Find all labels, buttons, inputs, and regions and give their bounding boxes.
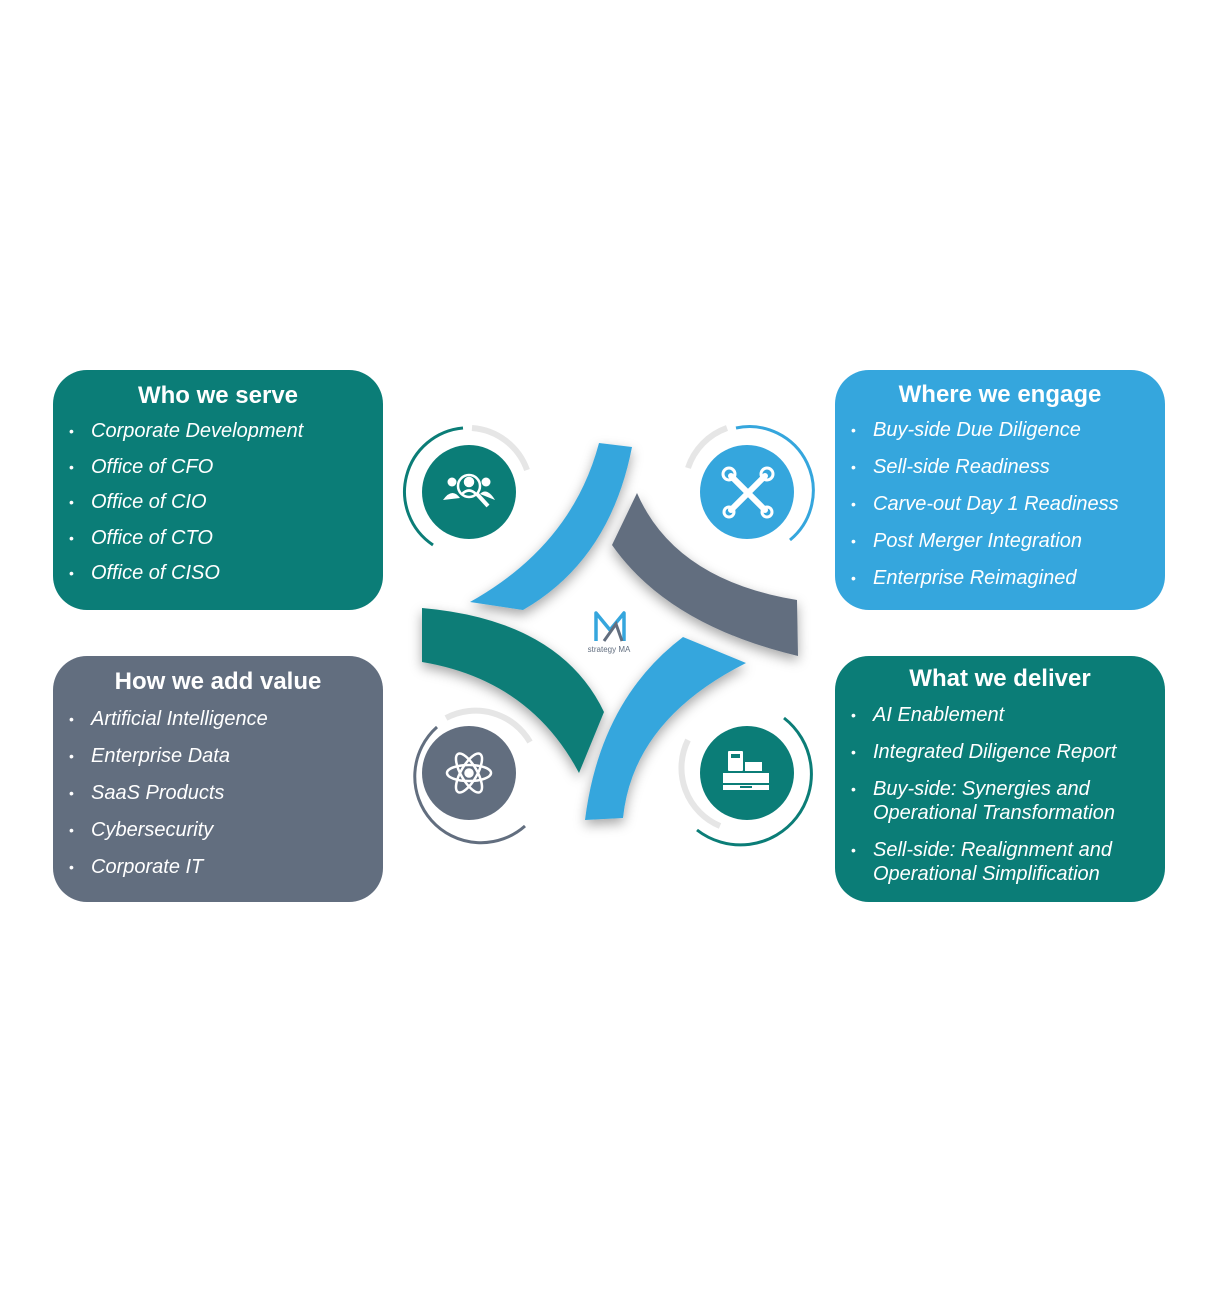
blade-top-blue — [470, 443, 632, 610]
list-item: SaaS Products — [53, 781, 383, 805]
list-item: Enterprise Reimagined — [835, 566, 1165, 590]
list-item: AI Enablement — [835, 703, 1165, 727]
tools-icon — [721, 466, 775, 519]
list-item: Sell-side: Realignment and Operational S… — [835, 838, 1165, 886]
list-item: Buy-side: Synergies and Operational Tran… — [835, 777, 1165, 825]
card-list: AI Enablement Integrated Diligence Repor… — [835, 703, 1165, 886]
card-how-we-add-value: How we add value Artificial Intelligence… — [53, 656, 383, 902]
logo-mark-accent — [602, 620, 624, 642]
cash-register-icon — [723, 751, 769, 790]
card-title: How we add value — [114, 668, 322, 695]
deliver-icon-circle — [678, 716, 813, 847]
serve-icon-circle — [403, 425, 530, 547]
logo-text: strategy MA — [588, 645, 631, 654]
list-item: Corporate IT — [53, 855, 383, 879]
list-item: Sell-side Readiness — [835, 455, 1165, 479]
value-icon-circle — [413, 707, 533, 845]
card-list: Corporate Development Office of CFO Offi… — [53, 419, 383, 585]
blade-left-teal — [422, 608, 604, 773]
list-item: Cybersecurity — [53, 818, 383, 842]
card-list: Artificial Intelligence Enterprise Data … — [53, 707, 383, 879]
list-item: Post Merger Integration — [835, 529, 1165, 553]
center-graphic: strategy MA — [403, 425, 815, 847]
list-item: Office of CIO — [53, 490, 383, 514]
people-search-icon — [443, 473, 495, 508]
card-title: Where we engage — [898, 381, 1102, 408]
atom-icon — [445, 752, 493, 794]
list-item: Corporate Development — [53, 419, 383, 443]
list-item: Carve-out Day 1 Readiness — [835, 492, 1165, 516]
card-title: What we deliver — [909, 665, 1091, 692]
card-what-we-deliver: What we deliver AI Enablement Integrated… — [835, 656, 1165, 902]
list-item: Enterprise Data — [53, 744, 383, 768]
list-item: Office of CTO — [53, 526, 383, 550]
list-item: Office of CFO — [53, 455, 383, 479]
strategy-ma-logo: strategy MA — [588, 611, 631, 654]
engage-icon-circle — [685, 425, 815, 542]
list-item: Artificial Intelligence — [53, 707, 383, 731]
blade-bottom-blue — [585, 637, 746, 820]
card-where-we-engage: Where we engage Buy-side Due Diligence S… — [835, 370, 1165, 610]
card-title: Who we serve — [137, 382, 299, 409]
card-list: Buy-side Due Diligence Sell-side Readine… — [835, 418, 1165, 590]
list-item: Office of CISO — [53, 561, 383, 585]
star-blades — [422, 443, 798, 820]
card-who-we-serve: Who we serve Corporate Development Offic… — [53, 370, 383, 610]
blade-right-slate — [612, 493, 798, 656]
list-item: Integrated Diligence Report — [835, 740, 1165, 764]
list-item: Buy-side Due Diligence — [835, 418, 1165, 442]
